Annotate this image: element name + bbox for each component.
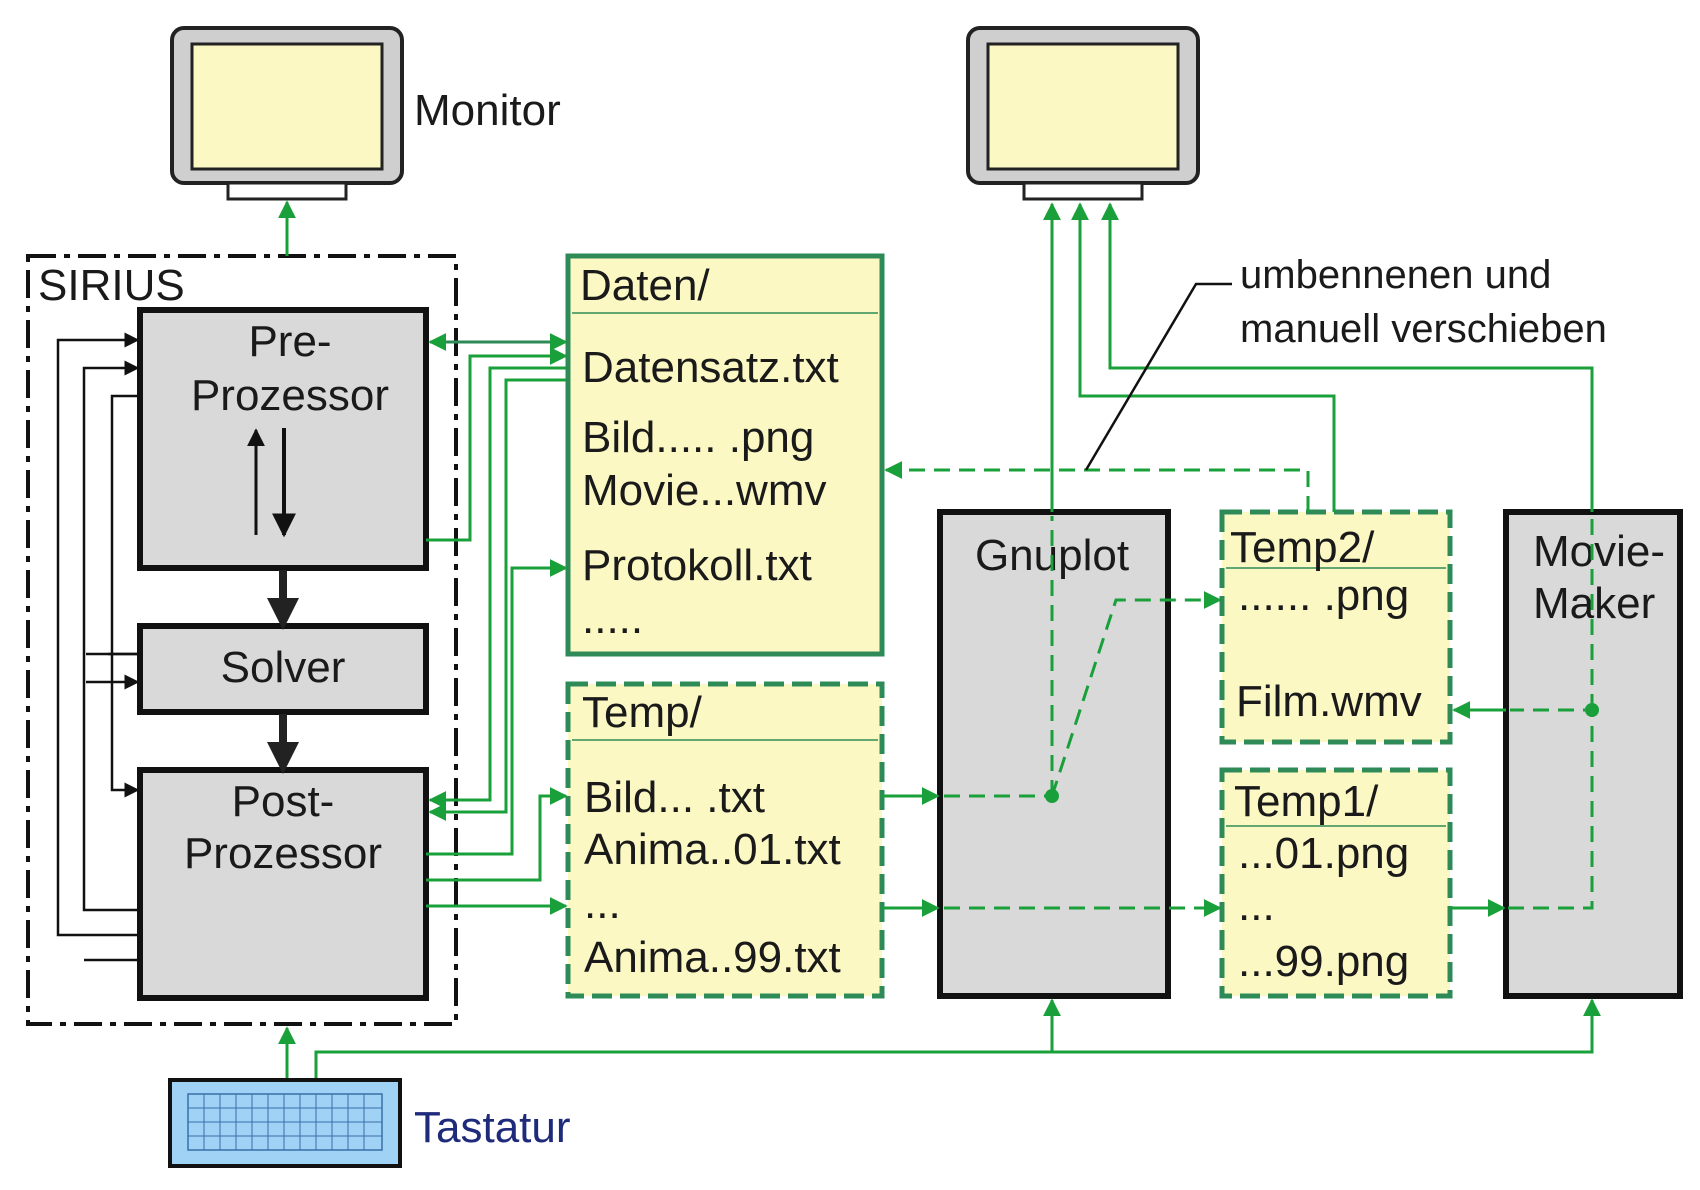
junction-dot [1045,789,1059,803]
folder-daten-title: Daten/ [580,261,710,310]
annotation-line1: umbennenen und [1240,253,1551,297]
solver-block: Solver [137,623,429,715]
folder-daten: Daten/ Datensatz.txt Bild..... .png Movi… [565,253,885,657]
sirius-frame [26,254,458,1026]
folder-daten-item: Datensatz.txt [582,343,839,392]
moviemaker-label-line2: Maker [1533,579,1655,628]
preprozessor-label-line1: Pre- [248,317,331,366]
annotation-leader [1084,282,1232,471]
folder-temp2-title: Temp2/ [1230,523,1375,572]
folder-temp2: Temp2/ ...... .png Film.wmv [1219,509,1453,745]
folder-daten-item: Protokoll.txt [582,541,812,590]
preprozessor-block: Pre- Prozessor [137,307,429,571]
preprozessor-label-line2: Prozessor [191,371,389,420]
folder-temp1-title: Temp1/ [1234,777,1379,826]
postprozessor-block: Post- Prozessor [137,767,429,1001]
folder-temp-title: Temp/ [582,688,703,737]
postprozessor-label-line2: Prozessor [184,829,382,878]
folder-temp1-item: ... [1238,881,1275,930]
keyboard-icon [168,1078,402,1168]
folder-temp-item: ... [584,879,621,928]
folder-temp2-item: Film.wmv [1236,677,1422,726]
monitor-label: Monitor [414,86,561,135]
solver-label: Solver [221,643,346,692]
folder-temp-item: Anima..01.txt [584,825,841,874]
folder-temp1-item: ...01.png [1238,829,1409,878]
gnuplot-block: Gnuplot [937,509,1171,999]
moviemaker-label-line1: Movie- [1533,527,1665,576]
folder-temp: Temp/ Bild... .txt Anima..01.txt ... Ani… [565,681,885,999]
data-flow-lines [278,202,1601,1080]
tastatur-label: Tastatur [414,1103,571,1152]
annotation-line2: manuell verschieben [1240,307,1607,351]
folder-daten-item: Movie...wmv [582,466,826,515]
folder-temp-item: Bild... .txt [584,773,765,822]
folder-daten-item: Bild..... .png [582,413,814,462]
folder-temp2-item: ...... .png [1238,571,1409,620]
sirius-label: SIRIUS [38,261,185,310]
folder-temp1-item: ...99.png [1238,937,1409,986]
junction-dot [1585,703,1599,717]
folder-temp-item: Anima..99.txt [584,933,841,982]
monitor-right-icon [966,26,1200,201]
monitor-left-icon [170,26,404,201]
process-dashed-lines [884,461,1594,917]
folder-daten-item: ..... [582,594,643,643]
postprozessor-label-line1: Post- [232,777,335,826]
feedback-loops [56,332,140,962]
folder-temp1: Temp1/ ...01.png ... ...99.png [1219,767,1453,999]
